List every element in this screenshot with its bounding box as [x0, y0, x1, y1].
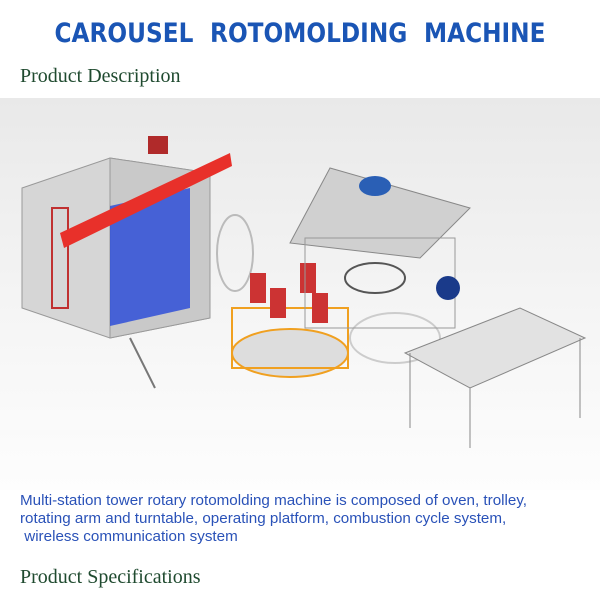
page-title: CAROUSEL ROTOMOLDING MACHINE: [54, 18, 546, 49]
wheel: [349, 312, 441, 364]
fan-hood: [359, 176, 391, 196]
beam: [60, 153, 232, 248]
description-line: wireless communication system: [20, 528, 238, 545]
turntable: [231, 263, 349, 378]
wheel: [344, 262, 406, 294]
fan: [436, 276, 460, 300]
description-line: Multi-station tower rotary rotomolding m…: [20, 492, 528, 509]
oven-door: [110, 188, 190, 326]
product-description-text: Multi-station tower rotary rotomolding m…: [20, 492, 595, 546]
description-line: rotating arm and turntable, operating pl…: [20, 510, 507, 527]
wheel: [216, 214, 254, 292]
operating-platform: [403, 307, 587, 448]
ladder: [51, 207, 69, 309]
product-specifications-heading: Product Specifications: [20, 566, 201, 588]
machine-illustration: [0, 98, 600, 490]
burner: [148, 136, 168, 154]
product-description-heading: Product Description: [20, 65, 181, 87]
oven: [21, 136, 232, 339]
cooling-station: [289, 167, 471, 329]
rail: [129, 337, 156, 389]
